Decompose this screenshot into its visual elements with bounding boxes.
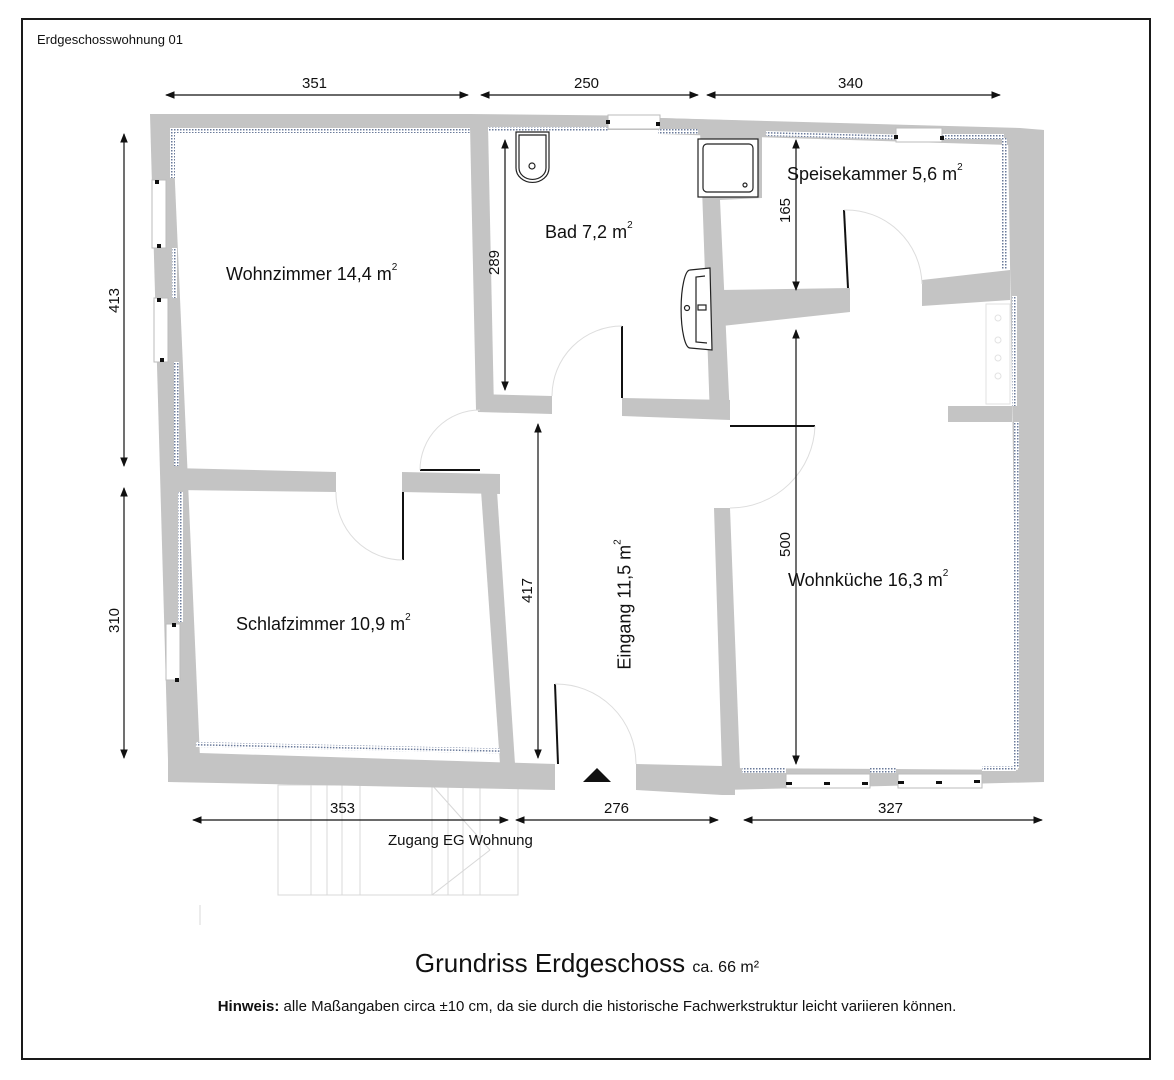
- toilet-icon: [515, 131, 550, 184]
- door-speisekammer[interactable]: [843, 209, 923, 289]
- note: Hinweis: alle Maßangaben circa ±10 cm, d…: [0, 998, 1174, 1015]
- shower-tray-icon: [697, 138, 759, 198]
- dim-eingang-height: 417: [519, 577, 537, 604]
- dim-top-1: 351: [302, 75, 328, 92]
- door-wohnzimmer[interactable]: [419, 409, 481, 471]
- room-label-eingang: Eingang 11,5 m2: [612, 539, 635, 670]
- note-text: alle Maßangaben circa ±10 cm, da sie dur…: [279, 998, 957, 1015]
- stair-outline: [199, 784, 519, 925]
- document-frame: [21, 18, 1151, 1060]
- windows: [151, 114, 983, 789]
- dim-bad-height: 289: [486, 249, 504, 276]
- door-wohnkueche[interactable]: [729, 425, 816, 509]
- dim-bottom-2: 276: [604, 800, 630, 817]
- door-entrance[interactable]: [554, 683, 637, 765]
- dim-bottom-1: 353: [330, 800, 356, 817]
- door-bad[interactable]: [551, 325, 623, 398]
- entrance-arrow-icon: [583, 768, 611, 782]
- room-label-speisekammer: Speisekammer 5,6 m2: [787, 162, 963, 184]
- room-label-schlafzimmer: Schlafzimmer 10,9 m2: [236, 612, 411, 634]
- walls: [150, 114, 1044, 795]
- note-label: Hinweis:: [217, 998, 280, 1015]
- room-label-wohnkueche: Wohnküche 16,3 m2: [788, 568, 949, 590]
- plan-title: Grundriss Erdgeschoss ca. 66 m²: [414, 948, 760, 978]
- document-title: Erdgeschosswohnung 01: [37, 32, 183, 47]
- sink-icon: [680, 267, 713, 351]
- dim-bottom-3: 327: [878, 800, 904, 817]
- door-schlafzimmer[interactable]: [335, 491, 404, 561]
- room-label-wohnzimmer: Wohnzimmer 14,4 m2: [226, 262, 398, 284]
- room-label-bad: Bad 7,2 m2: [545, 220, 633, 242]
- window-posts: [155, 120, 980, 785]
- insulation: [170, 127, 1019, 773]
- dim-top-2: 250: [574, 75, 600, 92]
- dim-wohnkueche-height: 500: [777, 531, 795, 558]
- dim-left-1: 413: [106, 287, 124, 314]
- dim-top-3: 340: [838, 75, 864, 92]
- doors: [335, 209, 923, 765]
- stove-icon: [985, 303, 1011, 405]
- dimension-lines: [120, 91, 1043, 824]
- plan-area: ca. 66 m²: [692, 959, 760, 976]
- dim-left-2: 310: [106, 607, 124, 634]
- dim-speisekammer-height: 165: [777, 197, 795, 224]
- access-label: Zugang EG Wohnung: [388, 832, 533, 849]
